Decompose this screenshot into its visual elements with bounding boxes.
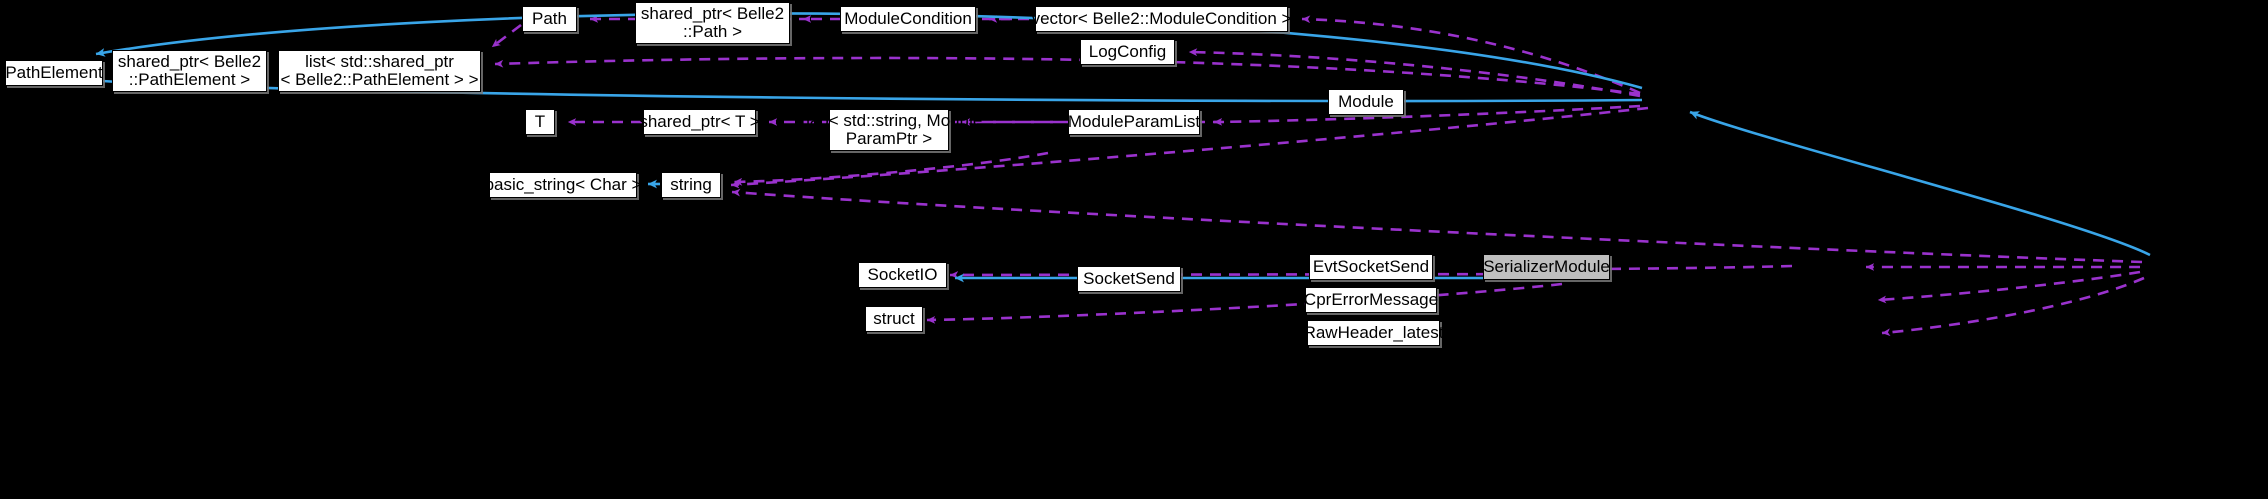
edge-path-list_sp_pe <box>491 23 522 49</box>
node-map_modparam[interactable]: map< std::string, Module ParamPtr > <box>796 109 982 151</box>
node-label: basic_string< Char > <box>484 174 642 194</box>
node-cprerrormessage[interactable]: CprErrorMessage <box>1304 287 1438 313</box>
edge-serializermodule-cprerrormessage <box>1877 270 2141 304</box>
node-label: PathElement <box>5 62 103 82</box>
node-label: shared_ptr< Belle2 ::PathElement > <box>117 51 262 89</box>
node-label: shared_ptr< Belle2 ::Path > <box>640 3 785 41</box>
node-label: SocketIO <box>867 264 938 284</box>
node-serializermodule[interactable]: SerializerModule <box>1483 254 1610 280</box>
node-socketio[interactable]: SocketIO <box>858 262 947 288</box>
node-label: RawHeader_latest <box>1303 322 1444 342</box>
node-list_sp_pe[interactable]: list< std::shared_ptr < Belle2::PathElem… <box>278 50 481 92</box>
node-sp_t[interactable]: shared_ptr< T > <box>639 109 760 135</box>
node-logconfig[interactable]: LogConfig <box>1080 39 1175 65</box>
node-sp_pathelement[interactable]: shared_ptr< Belle2 ::PathElement > <box>112 50 267 92</box>
edge-module-logconfig <box>1188 48 1641 98</box>
node-evtsocketsend[interactable]: EvtSocketSend <box>1309 254 1433 280</box>
node-moduleparamlist[interactable]: ModuleParamList <box>1068 109 1200 135</box>
node-modulecondition[interactable]: ModuleCondition <box>840 6 976 32</box>
node-label: string <box>670 174 712 194</box>
node-label: ModuleParamList <box>1067 111 1201 131</box>
node-rawheader[interactable]: RawHeader_latest <box>1304 320 1443 346</box>
node-sp_path[interactable]: shared_ptr< Belle2 ::Path > <box>635 2 790 44</box>
node-label: SocketSend <box>1083 268 1175 288</box>
node-label: list< std::shared_ptr < Belle2::PathElem… <box>280 51 479 89</box>
node-label: shared_ptr< T > <box>639 111 760 131</box>
node-label: map< std::string, Module ParamPtr > <box>795 110 983 148</box>
edge-serializermodule-string <box>731 188 2143 264</box>
node-basic_string[interactable]: basic_string< Char > <box>485 172 641 198</box>
node-label: T <box>534 111 546 131</box>
edge-module-moduleparamlist <box>1213 104 1641 126</box>
node-label: SerializerModule <box>1483 256 1610 276</box>
node-path[interactable]: Path <box>522 6 577 32</box>
node-module[interactable]: Module <box>1328 89 1404 115</box>
edge-module-list_sp_pe <box>494 56 1641 96</box>
node-socketsend[interactable]: SocketSend <box>1077 266 1181 292</box>
edge-serializermodule-rawheader <box>1881 276 2145 337</box>
node-label: vector< Belle2::ModuleCondition > <box>1031 8 1292 28</box>
node-label: Path <box>532 8 567 28</box>
node-label: LogConfig <box>1088 41 1167 61</box>
node-pathelement[interactable]: PathElement <box>5 60 103 86</box>
edge-socketsend-socketio <box>949 271 1564 279</box>
edge-map_modparam-string <box>733 151 1049 186</box>
node-label: Module <box>1338 91 1394 111</box>
node-t[interactable]: T <box>525 109 555 135</box>
node-label: CprErrorMessage <box>1303 289 1439 309</box>
node-label: struct <box>873 308 915 328</box>
node-struct[interactable]: struct <box>865 306 923 332</box>
node-label: ModuleCondition <box>844 8 972 28</box>
node-vec_modcond[interactable]: vector< Belle2::ModuleCondition > <box>1032 6 1291 32</box>
node-string[interactable]: string <box>661 172 721 198</box>
edge-module-vec_modcond <box>1301 15 1641 95</box>
node-label: EvtSocketSend <box>1312 256 1430 276</box>
edge-module-string-upper <box>730 106 1649 189</box>
edge-serializermodule-module <box>1689 110 2151 257</box>
edge-socketsend-struct <box>926 282 1563 324</box>
